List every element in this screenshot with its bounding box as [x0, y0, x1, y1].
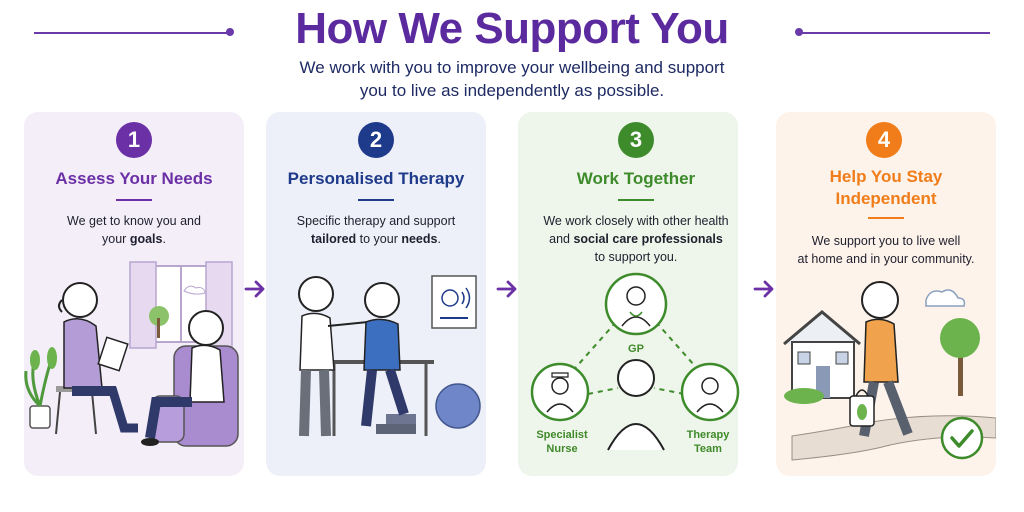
desc-text: . — [162, 232, 166, 246]
care-team-network-illustration — [530, 272, 740, 451]
person-with-clipboard-icon — [55, 282, 138, 435]
desc-line: We work closely with other health — [543, 214, 729, 228]
therapy-team-icon — [680, 362, 740, 422]
step-description-independent: We support you to live well at home and … — [776, 232, 996, 268]
subtitle-line-2: you to live as independently as possible… — [359, 81, 665, 100]
desc-line: Specific therapy and support — [296, 214, 456, 228]
node-label-line: Specialist — [536, 429, 588, 441]
next-step-arrow-icon — [753, 280, 774, 298]
step-number-badge-2: 2 — [358, 122, 394, 158]
desc-bold: needs — [401, 232, 438, 246]
title-right-rule — [799, 32, 990, 34]
tree-icon — [940, 318, 980, 396]
node-label-line: Nurse — [546, 443, 578, 455]
desc-bold: goals — [129, 232, 163, 246]
title-line: Independent — [835, 189, 937, 208]
desc-bold: social care professionals — [573, 232, 723, 246]
house-icon — [783, 310, 861, 404]
independent-living-illustration — [783, 281, 996, 461]
node-label-line: Therapy — [686, 429, 730, 441]
speech-therapy-poster-icon — [431, 275, 477, 329]
patient-walking-icon — [361, 282, 409, 427]
checkmark-icon — [940, 416, 984, 460]
node-label-specialist-nurse: Specialist Nurse — [528, 428, 596, 456]
step-description-together: We work closely with other health and so… — [518, 212, 754, 266]
page-title: How We Support You — [295, 4, 729, 53]
node-label-gp: GP — [628, 343, 644, 355]
desc-text: . — [437, 232, 441, 246]
desc-bold: tailored — [311, 232, 357, 246]
node-label-therapy-team: Therapy Team — [674, 428, 742, 456]
step-title-underline — [116, 199, 152, 201]
step-title-underline — [868, 217, 904, 219]
desc-line: We get to know you and — [67, 214, 201, 228]
title-left-rule — [34, 32, 230, 34]
client-person-icon — [607, 359, 665, 451]
step-number-badge-3: 3 — [618, 122, 654, 158]
title-left-dot — [226, 28, 234, 36]
step-description-assess: We get to know you and your goals. — [24, 212, 244, 248]
desc-line: to support you. — [594, 250, 678, 264]
step-number-badge-4: 4 — [866, 122, 902, 158]
houseplant-icon — [24, 347, 57, 429]
parallel-bars-icon — [328, 360, 434, 436]
next-step-arrow-icon — [244, 280, 265, 298]
title-line: Help You Stay — [829, 167, 943, 186]
step-title-together: Work Together — [576, 169, 696, 188]
assessment-illustration — [24, 261, 239, 447]
step-title-independent: Help You Stay Independent — [776, 166, 996, 210]
cloud-icon — [925, 289, 966, 307]
specialist-nurse-icon — [530, 362, 590, 422]
gp-doctor-icon — [604, 272, 668, 336]
step-description-therapy: Specific therapy and support tailored to… — [266, 212, 486, 248]
exercise-ball-icon — [435, 383, 481, 429]
therapy-illustration — [298, 275, 481, 437]
step-title-therapy: Personalised Therapy — [287, 169, 465, 188]
desc-text: to your — [356, 232, 402, 246]
node-label-line: Team — [694, 443, 722, 455]
step-number-badge-1: 1 — [116, 122, 152, 158]
step-title-assess: Assess Your Needs — [55, 169, 213, 188]
desc-line: your goals. — [24, 230, 244, 248]
seated-client-icon — [141, 310, 225, 446]
step-title-underline — [618, 199, 654, 201]
desc-text: your — [102, 232, 130, 246]
step-title-underline — [358, 199, 394, 201]
desc-line: at home and in your community. — [797, 252, 975, 266]
desc-line: tailored to your needs. — [266, 230, 486, 248]
page-subtitle: We work with you to improve your wellbei… — [262, 56, 762, 102]
desc-line: and social care professionals — [518, 230, 754, 248]
next-step-arrow-icon — [496, 280, 517, 298]
subtitle-line-1: We work with you to improve your wellbei… — [299, 58, 725, 77]
shopping-bag-icon — [849, 389, 875, 427]
therapist-icon — [298, 276, 369, 437]
desc-line: We support you to live well — [811, 234, 961, 248]
desc-text: and — [549, 232, 574, 246]
